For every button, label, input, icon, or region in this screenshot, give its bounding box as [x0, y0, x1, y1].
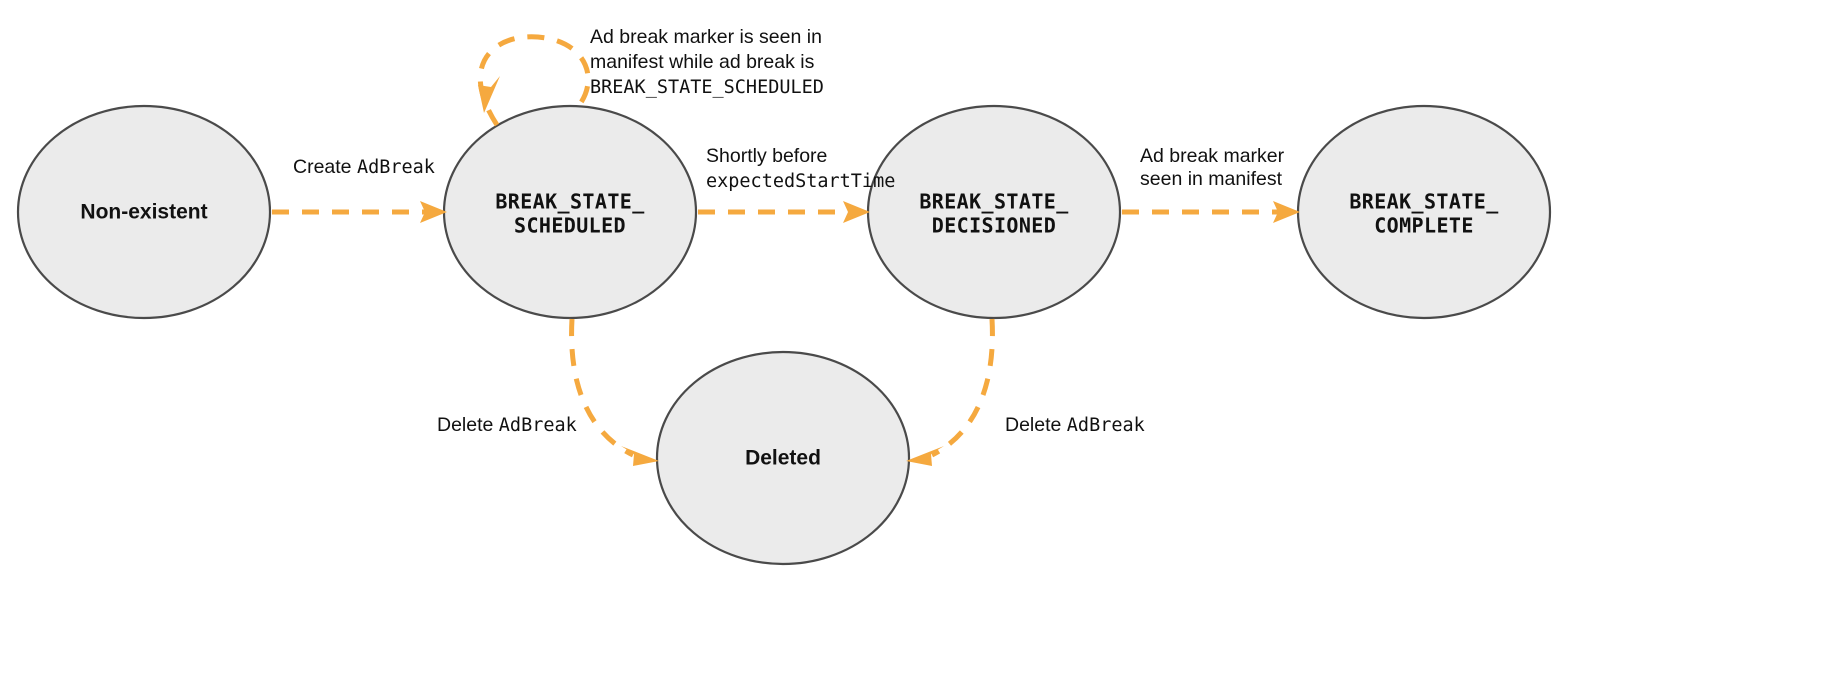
edge-label-create-adbreak-part2: AdBreak [357, 157, 435, 178]
arrowhead-shortly-before-expected-start-time [843, 201, 870, 223]
node-label-break-state-scheduled-line1: BREAK_STATE_ [495, 190, 645, 214]
node-shape-deleted [655, 350, 911, 566]
edge-marker-seen-while-scheduled[interactable]: Ad break marker is seen in manifest whil… [477, 26, 824, 127]
node-break-state-decisioned[interactable]: BREAK_STATE_ DECISIONED [866, 104, 1122, 320]
edge-delete-adbreak-from-decisioned[interactable]: Delete AdBreak [906, 318, 1145, 466]
arrowhead-delete-adbreak-from-scheduled [621, 446, 659, 466]
node-non-existent[interactable]: Non-existent [16, 104, 272, 320]
node-label-non-existent: Non-existent [80, 201, 207, 224]
node-deleted[interactable]: Deleted [655, 350, 911, 566]
arrowhead-marker-seen-while-scheduled [478, 76, 500, 113]
edge-label-create-adbreak: Create AdBreak [293, 156, 435, 178]
edge-label-delete-from-decisioned-part1: Delete [1005, 414, 1067, 436]
edge-label-marker-seen-while-scheduled-line1: Ad break marker is seen in [590, 26, 822, 48]
edge-marker-seen-in-manifest[interactable]: Ad break marker seen in manifest [1122, 145, 1300, 223]
edge-label-delete-from-scheduled-part1: Delete [437, 414, 499, 436]
edge-line-delete-adbreak-from-scheduled [569, 318, 635, 458]
edge-delete-adbreak-from-scheduled[interactable]: Delete AdBreak [437, 318, 659, 466]
node-shape-non-existent [16, 104, 272, 320]
edge-label-delete-from-scheduled-part2: AdBreak [499, 415, 577, 436]
edge-label-delete-adbreak-from-decisioned: Delete AdBreak [1005, 414, 1145, 436]
edge-label-create-adbreak-part1: Create [293, 156, 357, 178]
node-label-deleted: Deleted [745, 447, 821, 470]
edge-label-marker-seen-in-manifest-line1: Ad break marker [1140, 145, 1285, 167]
edge-line-delete-adbreak-from-decisioned [930, 318, 995, 458]
edge-label-expected-start-time-line2: expectedStartTime [706, 171, 895, 192]
node-break-state-scheduled[interactable]: BREAK_STATE_ SCHEDULED [442, 104, 698, 320]
edge-line-marker-seen-while-scheduled [477, 34, 591, 127]
edge-label-marker-seen-while-scheduled-line3: BREAK_STATE_SCHEDULED [590, 77, 824, 98]
node-label-break-state-scheduled-line2: SCHEDULED [514, 214, 626, 238]
edge-label-shortly-before-line1: Shortly before [706, 145, 827, 167]
edge-label-marker-seen-while-scheduled-line2: manifest while ad break is [590, 51, 815, 73]
node-break-state-complete[interactable]: BREAK_STATE_ COMPLETE [1296, 104, 1552, 320]
node-label-break-state-decisioned-line2: DECISIONED [932, 214, 1056, 238]
edge-label-marker-seen-in-manifest-line2: seen in manifest [1140, 168, 1283, 190]
node-label-break-state-decisioned-line1: BREAK_STATE_ [919, 190, 1069, 214]
node-label-break-state-complete-line2: COMPLETE [1374, 214, 1474, 238]
node-label-break-state-complete-line1: BREAK_STATE_ [1349, 190, 1499, 214]
arrowhead-marker-seen-in-manifest [1273, 201, 1300, 223]
edge-create-adbreak[interactable]: Create AdBreak [272, 156, 447, 223]
arrowhead-delete-adbreak-from-decisioned [906, 446, 944, 466]
edge-shortly-before-expected-start-time[interactable]: Shortly before expectedStartTime [698, 145, 895, 223]
edge-label-delete-adbreak-from-scheduled: Delete AdBreak [437, 414, 577, 436]
arrowhead-create-adbreak [420, 201, 447, 223]
edge-label-delete-from-decisioned-part2: AdBreak [1067, 415, 1145, 436]
